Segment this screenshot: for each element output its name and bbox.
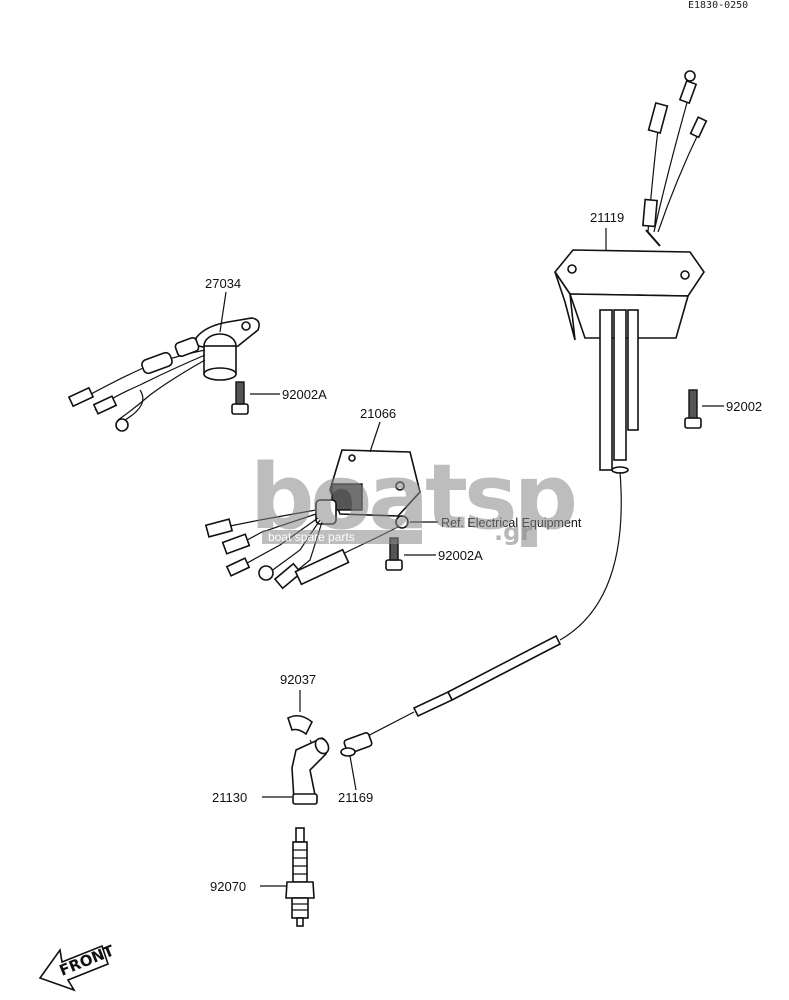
part-92002A-bolt-top[interactable] [231,381,249,415]
label-27034: 27034 [205,276,241,291]
label-ref-electrical: Ref. Electrical Equipment [441,516,582,530]
label-92037: 92037 [280,672,316,687]
label-92002: 92002 [726,399,762,414]
label-21169: 21169 [338,790,373,805]
watermark-tld: .gr [494,518,532,546]
high-tension-lead [359,471,622,741]
label-21130: 21130 [212,790,247,805]
part-21130-plug-cap[interactable] [291,736,331,805]
diagram-code: E1830-0250 [688,0,748,11]
label-92002A-mid: 92002A [438,548,483,563]
front-arrow: FRONT [38,941,118,992]
part-21119-cdi-unit[interactable] [554,70,708,474]
part-21169-connector[interactable] [340,732,373,757]
label-92002A-top: 92002A [282,387,327,402]
label-92070: 92070 [210,879,246,894]
watermark-logo: boatsp boat spare parts .gr [250,445,579,550]
label-21066: 21066 [360,406,396,421]
watermark-tagline: boat spare parts [268,530,355,544]
part-92037-clip[interactable] [287,714,313,736]
part-21066-regulator[interactable] [204,449,421,590]
part-27034-pickup-coil[interactable] [67,317,260,432]
front-label: FRONT [57,941,118,979]
part-92002-bolt[interactable] [684,389,702,429]
part-92070-spark-plug[interactable] [285,827,315,927]
label-21119: 21119 [590,210,624,225]
